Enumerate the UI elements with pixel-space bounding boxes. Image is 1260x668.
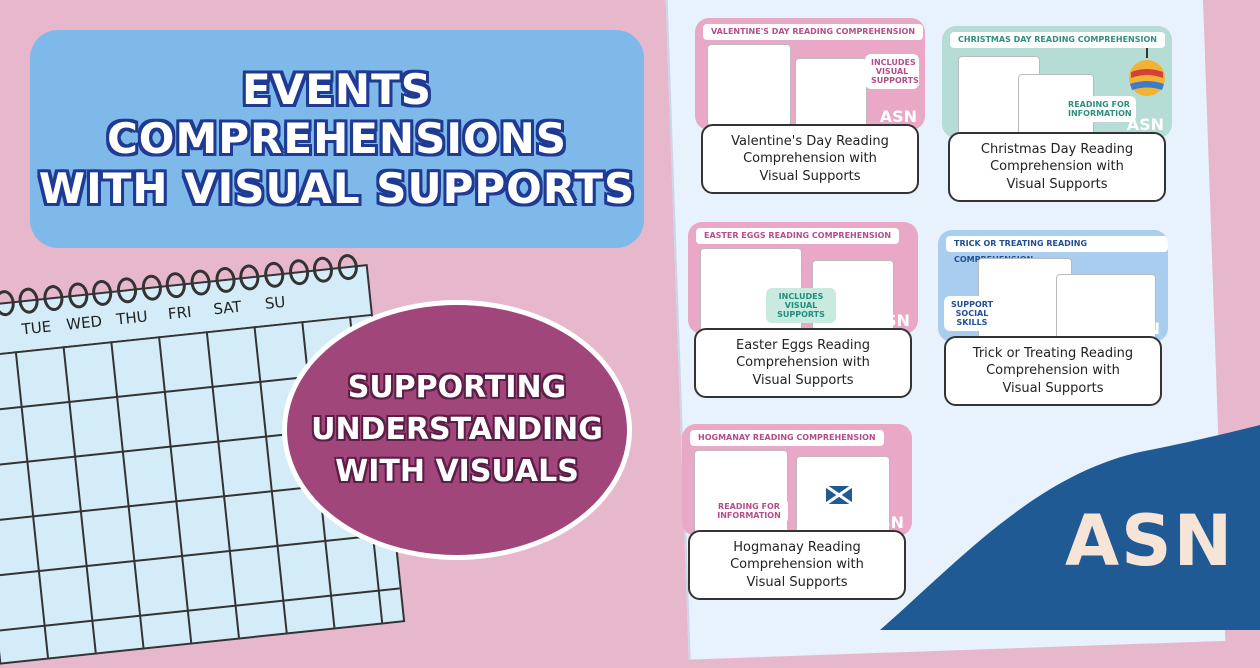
- thumb-badge: READING FOR INFORMATION: [710, 498, 788, 524]
- caption-line: Visual Supports: [752, 372, 854, 388]
- caption-line: Hogmanay Reading: [733, 539, 861, 555]
- caption-line: Visual Supports: [759, 168, 861, 184]
- caption-line: Visual Supports: [1002, 380, 1104, 396]
- oval-line-1: SUPPORTING: [347, 370, 567, 405]
- calendar-day: TUE: [20, 317, 53, 339]
- card-caption[interactable]: Trick or Treating Reading Comprehension …: [944, 336, 1162, 406]
- calendar-day: WED: [65, 312, 103, 334]
- asn-thumb-logo: ASN: [879, 107, 917, 126]
- thumb-badge: READING FOR INFORMATION: [1062, 96, 1136, 122]
- thumb-page: [1056, 274, 1156, 340]
- thumb-badge: INCLUDES VISUAL SUPPORTS: [766, 288, 836, 323]
- oval-line-3: WITH VISUALS: [335, 454, 579, 489]
- card-valentines[interactable]: VALENTINE'S DAY READING COMPREHENSION IN…: [695, 18, 925, 194]
- card-trick-or-treating[interactable]: TRICK OR TREATING READING COMPREHENSION …: [938, 230, 1168, 406]
- title-line-3: WITH VISUAL SUPPORTS: [38, 163, 636, 213]
- card-thumbnail[interactable]: HOGMANAY READING COMPREHENSION READING F…: [682, 424, 912, 536]
- asn-brand-logo: ASN: [1065, 500, 1235, 582]
- caption-line: Comprehension with: [730, 557, 864, 573]
- caption-line: Trick or Treating Reading: [972, 345, 1134, 361]
- thumb-page: [795, 58, 867, 128]
- thumb-header: CHRISTMAS DAY READING COMPREHENSION: [950, 32, 1165, 48]
- card-thumbnail[interactable]: VALENTINE'S DAY READING COMPREHENSION IN…: [695, 18, 925, 130]
- calendar-day: SAT: [212, 297, 243, 319]
- card-thumbnail[interactable]: TRICK OR TREATING READING COMPREHENSION …: [938, 230, 1168, 342]
- thumb-header: TRICK OR TREATING READING COMPREHENSION: [946, 236, 1168, 264]
- card-caption[interactable]: Hogmanay Reading Comprehension with Visu…: [688, 530, 906, 600]
- caption-line: Comprehension with: [736, 355, 870, 371]
- thumb-header: EASTER EGGS READING COMPREHENSION: [696, 228, 900, 244]
- card-christmas[interactable]: CHRISTMAS DAY READING COMPREHENSION READ…: [942, 26, 1172, 202]
- asn-thumb-logo: ASN: [872, 311, 910, 330]
- title-line-1: EVENTS: [242, 64, 432, 114]
- asn-thumb-logo: ASN: [1122, 319, 1160, 338]
- card-easter[interactable]: EASTER EGGS READING COMPREHENSION INCLUD…: [688, 222, 918, 398]
- calendar-day: THU: [115, 307, 149, 329]
- caption-line: Comprehension with: [990, 159, 1124, 175]
- supporting-badge: SUPPORTING UNDERSTANDING WITH VISUALS: [282, 300, 632, 560]
- caption-line: Visual Supports: [1006, 176, 1108, 192]
- caption-line: Visual Supports: [746, 574, 848, 590]
- thumb-badge: INCLUDES VISUAL SUPPORTS: [865, 54, 919, 89]
- caption-line: Comprehension with: [986, 363, 1120, 379]
- card-thumbnail[interactable]: CHRISTMAS DAY READING COMPREHENSION READ…: [942, 26, 1172, 138]
- card-thumbnail[interactable]: EASTER EGGS READING COMPREHENSION INCLUD…: [688, 222, 918, 334]
- asn-thumb-logo: ASN: [1126, 115, 1164, 134]
- card-caption[interactable]: Easter Eggs Reading Comprehension with V…: [694, 328, 912, 398]
- calendar-day: FRI: [167, 302, 193, 324]
- card-caption[interactable]: Christmas Day Reading Comprehension with…: [948, 132, 1166, 202]
- bauble-icon: [1129, 48, 1165, 96]
- title-line-2: COMPREHENSIONS: [106, 114, 568, 164]
- title-banner: EVENTS COMPREHENSIONS WITH VISUAL SUPPOR…: [30, 30, 644, 248]
- caption-line: Christmas Day Reading: [980, 141, 1134, 157]
- card-caption[interactable]: Valentine's Day Reading Comprehension wi…: [701, 124, 919, 194]
- scottish-flag-icon: [826, 486, 852, 504]
- thumb-header: VALENTINE'S DAY READING COMPREHENSION: [703, 24, 924, 40]
- calendar-day: SU: [263, 292, 287, 313]
- thumb-badge: SUPPORT SOCIAL SKILLS: [944, 296, 1000, 331]
- oval-line-2: UNDERSTANDING: [311, 412, 603, 447]
- caption-line: Easter Eggs Reading: [736, 337, 870, 353]
- thumb-page: [707, 44, 791, 126]
- thumb-header: HOGMANAY READING COMPREHENSION: [690, 430, 884, 446]
- caption-line: Comprehension with: [743, 151, 877, 167]
- card-hogmanay[interactable]: HOGMANAY READING COMPREHENSION READING F…: [682, 424, 912, 600]
- caption-line: Valentine's Day Reading: [731, 133, 889, 149]
- asn-thumb-logo: ASN: [866, 513, 904, 532]
